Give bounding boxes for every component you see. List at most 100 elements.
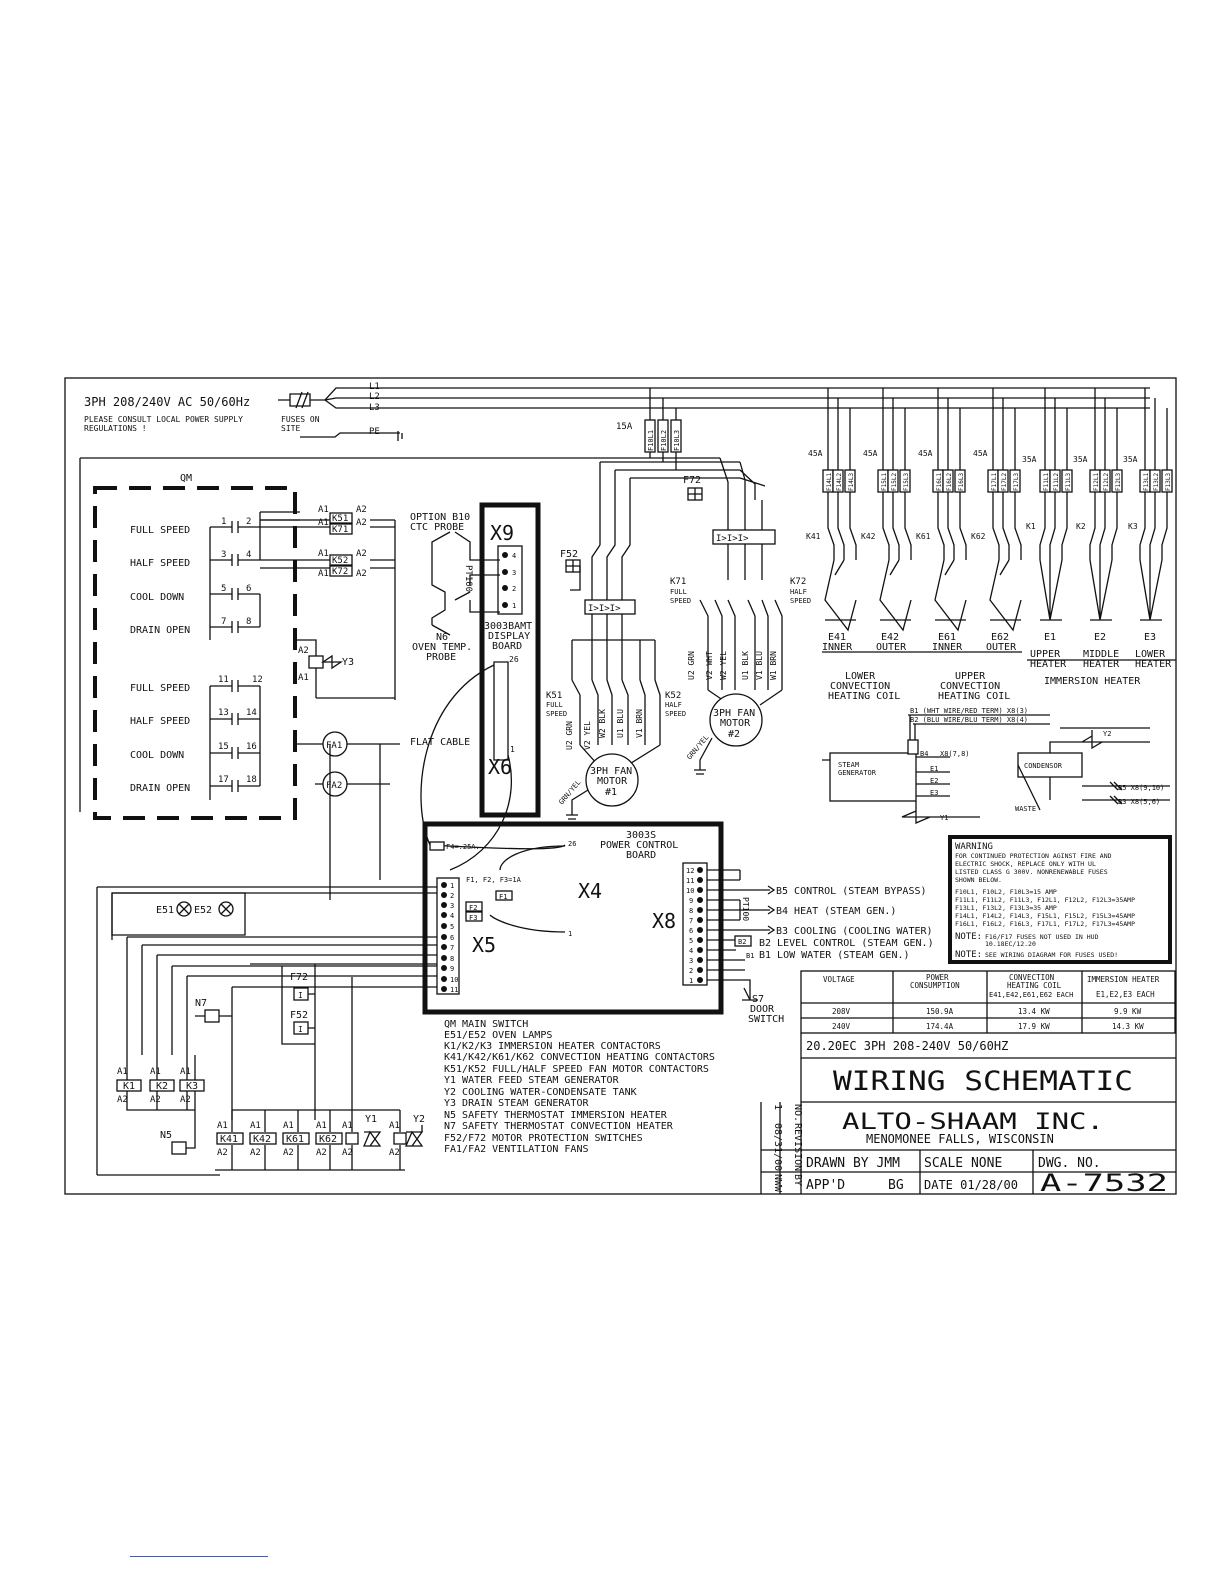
k51-full: FULL: [546, 701, 563, 709]
coil-k51: K51: [332, 514, 348, 524]
qm-contact-7: 7: [221, 617, 226, 627]
waste-label: WASTE: [1015, 805, 1036, 813]
x8-pin-11: 11: [686, 877, 694, 885]
spec-head-power-1: POWER: [926, 973, 949, 982]
power-control-board: F4=.25A. 26 3003S POWER CONTROL BOARD F1…: [422, 821, 776, 1015]
x8-pins: 12 11 10 9 8 7 6 5 4 3 2 1: [686, 867, 703, 985]
coil-k62: K62: [319, 1134, 337, 1145]
qm-contact-4: 4: [246, 550, 251, 560]
spec-r2-voltage: 240V: [832, 1022, 851, 1031]
coil-a2-4: A2: [356, 569, 367, 579]
x5-pin-10: 10: [450, 976, 458, 984]
spec-head-imm-1: IMMERSION HEATER: [1087, 975, 1160, 984]
legend-line-10: N7 SAFETY THERMOSTAT CONVECTION HEATER: [444, 1121, 674, 1132]
x5-pin-2: 2: [450, 892, 454, 900]
motor1-grn-yel: GRN/YEL: [557, 779, 582, 807]
steam-b4-term: X8(7,8): [940, 750, 970, 758]
qm-contact-3: 3: [221, 550, 226, 560]
board-f4: F4=.25A.: [446, 843, 480, 851]
probe-option-1: OPTION B10: [410, 512, 470, 523]
x9-pin-2: 2: [512, 585, 516, 593]
imm-a1-1: A1: [117, 1067, 128, 1077]
legend-line-1: QM MAIN SWITCH: [444, 1019, 528, 1030]
m2-wire-u2: U2 GRN: [687, 651, 696, 680]
board-f3: F3: [469, 914, 477, 922]
steam-y2: Y2: [1103, 730, 1111, 738]
drawing-date: DATE 01/28/00: [924, 1178, 1018, 1192]
qm-contact-17: 17: [218, 775, 229, 785]
rev-no: 1: [772, 1104, 783, 1110]
f16l2: F16L2: [946, 473, 953, 491]
m2-wire-u1: U1 BLK: [741, 651, 750, 680]
display-label-3: BOARD: [492, 641, 522, 652]
qm-contact-15: 15: [218, 742, 229, 752]
board-x8: X8: [652, 909, 676, 933]
drawing-border: [64, 377, 1177, 1195]
k72-half: HALF: [790, 588, 807, 596]
x6-label: X6: [488, 755, 512, 779]
f11l2: F11L2: [1053, 473, 1060, 491]
x8-pin-8: 8: [689, 907, 693, 915]
x9-pin-4: 4: [512, 552, 516, 560]
board-x5: X5: [472, 933, 496, 957]
m2-wire-w1: W1 BRN: [769, 651, 778, 680]
qm-contact-5: 5: [221, 584, 226, 594]
f15l2: F15L2: [891, 473, 898, 491]
coil-a2-3: A2: [356, 549, 367, 559]
x5-pin-8: 8: [450, 955, 454, 963]
immersion-heater-label: IMMERSION HEATER: [1044, 676, 1141, 687]
x8-b2: B2: [738, 938, 746, 946]
f15l1: F15L1: [881, 473, 888, 491]
contactor-k2: K2: [1076, 522, 1086, 531]
steam-b4: B4: [920, 750, 928, 758]
appd-by: BG: [888, 1178, 904, 1193]
footer-rule: [130, 1556, 268, 1557]
svg-text:I: I: [298, 1025, 303, 1034]
power-supply: 3PH 208/240V AC 50/60Hz PLEASE CONSULT L…: [79, 382, 1168, 812]
oven-temp-probe: OPTION B10 CTC PROBE PT100 N6 OVEN TEMP.…: [410, 512, 500, 663]
f16l3: F16L3: [958, 473, 965, 491]
probe-name-2: OVEN TEMP.: [412, 642, 472, 653]
contactor-k61: K61: [916, 532, 931, 541]
steam-b3: B3 X8(5,6): [1118, 798, 1160, 806]
m1-wire-u2: U2 GRN: [565, 721, 574, 750]
coil-a1-3: A1: [318, 549, 329, 559]
scale: SCALE NONE: [924, 1156, 1002, 1171]
qm-contact-1: 1: [221, 517, 226, 527]
warning-line-4: SHOWN BELOW.: [955, 876, 1002, 884]
f14l3: F14L3: [848, 473, 855, 491]
m1-wire-u1: U1 BLU: [616, 709, 625, 738]
heater-e41-sub: INNER: [822, 642, 853, 653]
fuse-45a-4: 45A: [973, 449, 988, 458]
f72-label: F72: [683, 475, 701, 486]
heater-e3-sub2: HEATER: [1135, 659, 1172, 670]
x5-pin-1: 1: [450, 882, 454, 890]
y1-a2: A2: [342, 1148, 353, 1158]
coil-a1-2: A1: [318, 518, 329, 528]
signal-b1: B1 LOW WATER (STEAM GEN.): [759, 950, 910, 961]
f52-lower: F52: [290, 1010, 308, 1021]
rev-head-no: NO.: [792, 1104, 803, 1122]
lower-coil-1: LOWER: [845, 671, 876, 682]
fan-fa2: FA2: [326, 781, 342, 791]
door-switch-l1: DOOR: [750, 1004, 775, 1015]
company-name: ALTO-SHAAM INC.: [842, 1110, 1104, 1135]
imm-a1-3: A1: [180, 1067, 191, 1077]
steam-b1: B1 (WHT WIRE/RED TERM) X8(3): [910, 707, 1028, 715]
fuse-35a-2: 35A: [1073, 455, 1088, 464]
heater-e1: E1: [1044, 632, 1056, 643]
spec-r1-conv: 13.4 KW: [1018, 1007, 1050, 1016]
coil-k2: K2: [156, 1081, 168, 1092]
x9-pin-3: 3: [512, 569, 516, 577]
warning-line-3: LISTED CLASS G 300V. NONRENEWABLE FUSES: [955, 868, 1108, 876]
drawing-number: A-7532: [1040, 1169, 1168, 1197]
spec-head-imm-2: E1,E2,E3 EACH: [1096, 990, 1155, 999]
contactor-k41: K41: [806, 532, 821, 541]
x5-pin-11: 11: [450, 986, 458, 994]
k52-speed: SPEED: [665, 710, 686, 718]
svg-text:I: I: [298, 991, 303, 1000]
f13l1: F13L1: [1143, 473, 1150, 491]
coil-a2-1: A2: [356, 505, 367, 515]
warning-note2-head: NOTE:: [955, 950, 982, 960]
dwg-no-label: DWG. NO.: [1038, 1156, 1101, 1171]
